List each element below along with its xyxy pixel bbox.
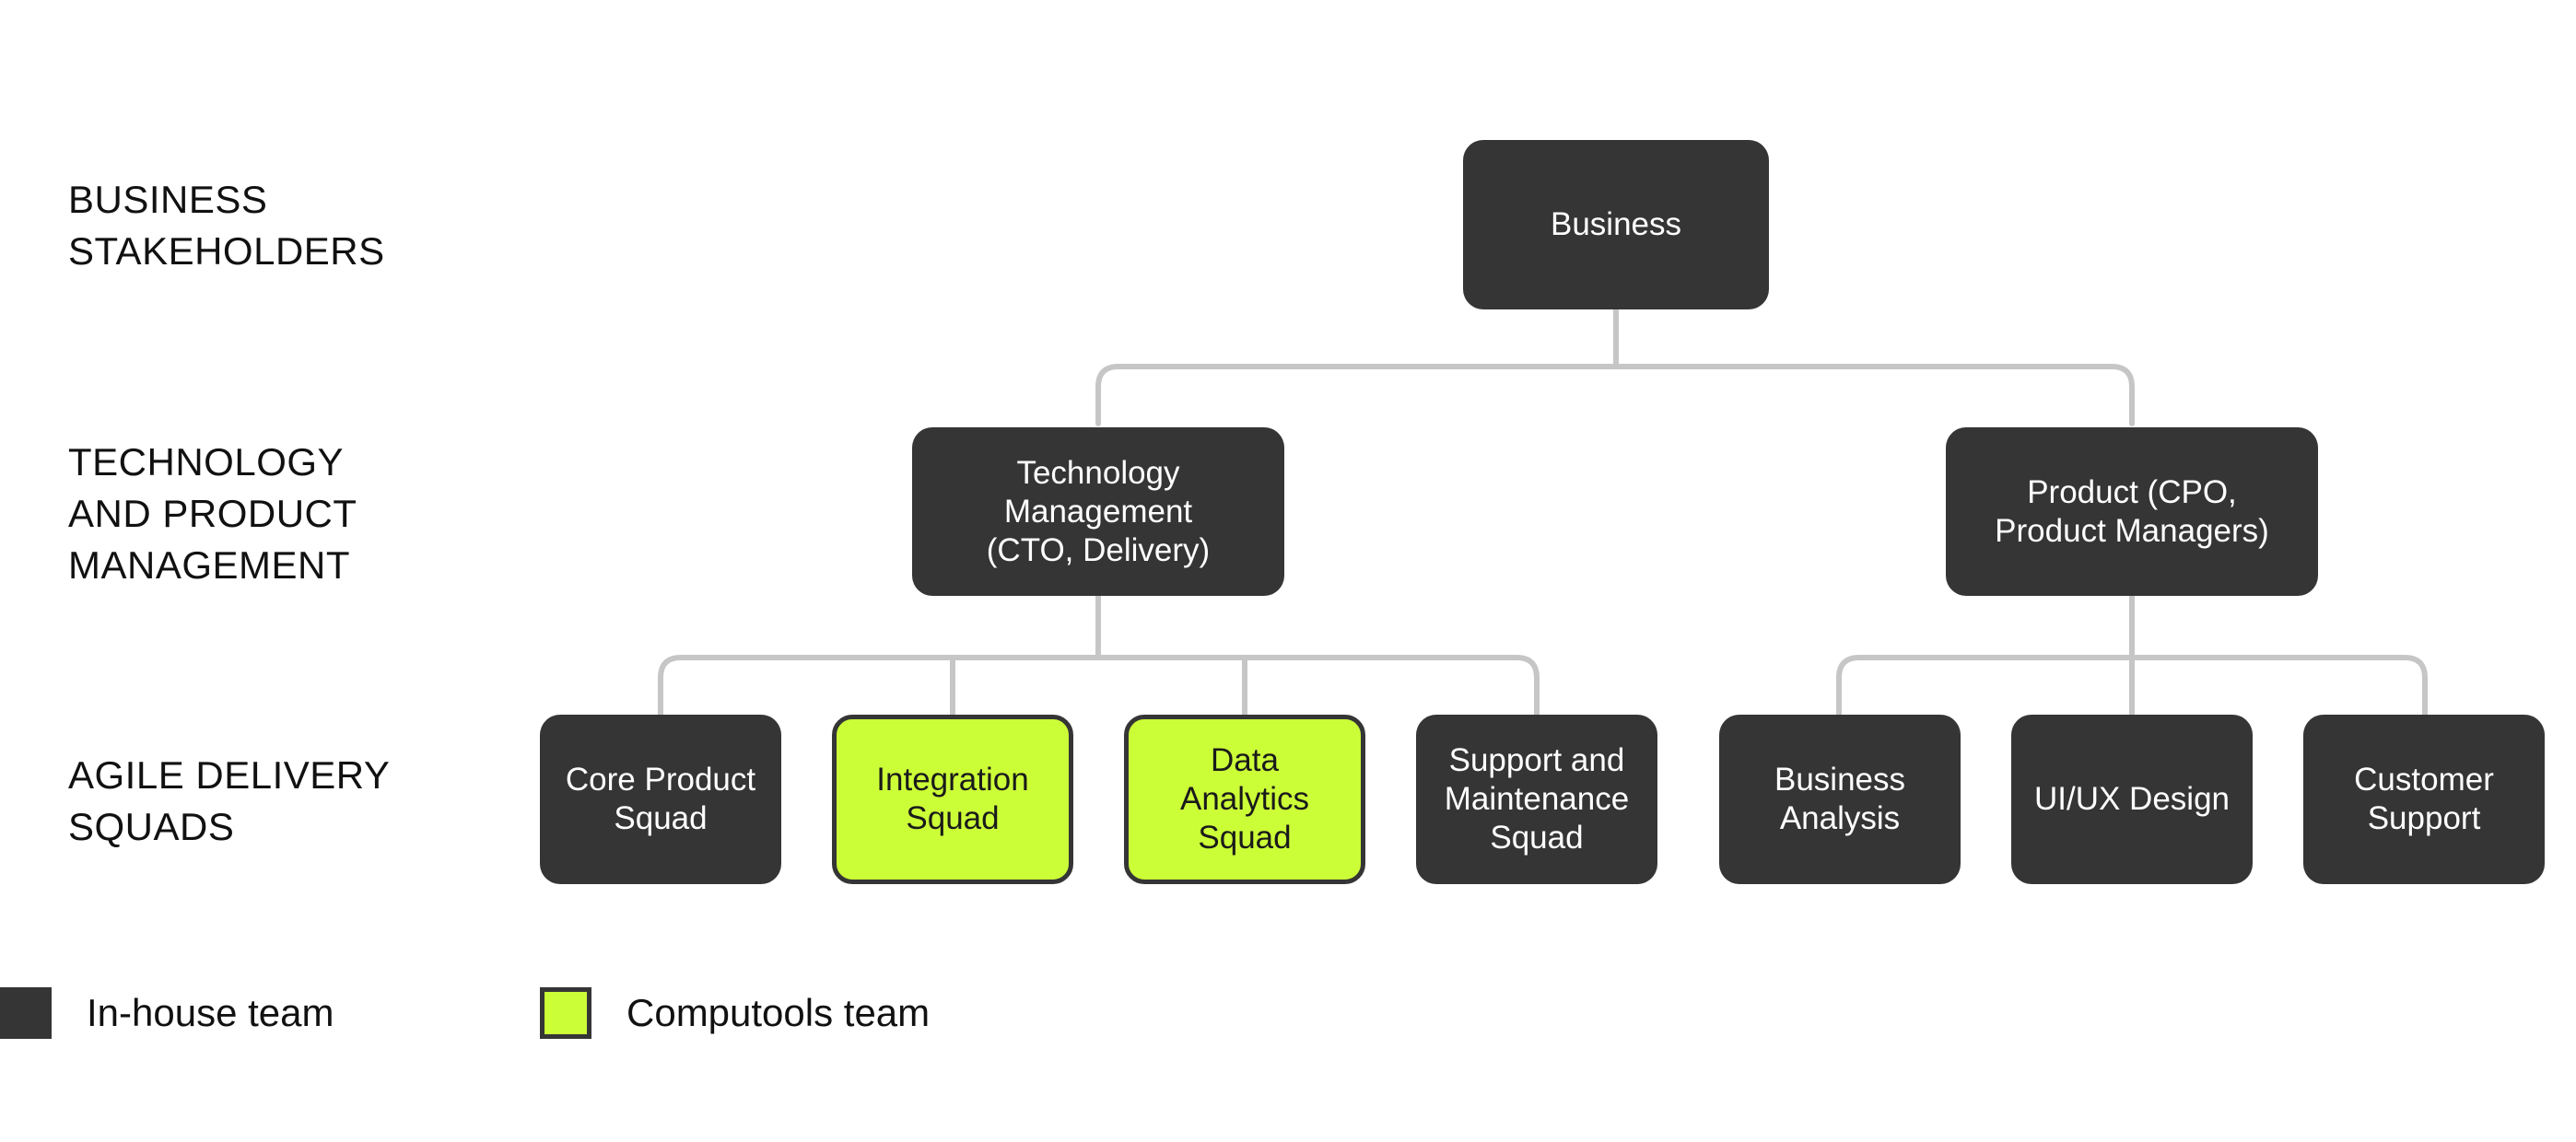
legend-inhouse: In-house team bbox=[0, 987, 334, 1039]
level-label-business-stakeholders: BUSINESS STAKEHOLDERS bbox=[68, 178, 385, 273]
node-integration-squad: Integration Squad bbox=[832, 715, 1073, 884]
legend-computools-swatch bbox=[540, 987, 591, 1039]
level-label-agile-delivery-squads: AGILE DELIVERY SQUADS bbox=[68, 753, 391, 848]
node-ui-ux-design: UI/UX Design bbox=[2011, 715, 2253, 884]
node-support-and-maintenance-squad: Support and Maintenance Squad bbox=[1416, 715, 1657, 884]
node-product: Product (CPO, Product Managers) bbox=[1946, 427, 2318, 596]
legend-inhouse-swatch bbox=[0, 987, 52, 1039]
connector-technology-to-squads bbox=[658, 593, 1540, 717]
legend-computools-label: Computools team bbox=[626, 991, 931, 1034]
legend-computools: Computools team bbox=[540, 987, 930, 1039]
node-customer-support: Customer Support bbox=[2303, 715, 2545, 884]
legend-inhouse-label: In-house team bbox=[87, 991, 334, 1034]
node-technology-management: Technology Management (CTO, Delivery) bbox=[912, 427, 1284, 596]
connector-business-to-management bbox=[1095, 307, 2135, 426]
connector-product-to-squads bbox=[1836, 593, 2428, 717]
node-core-product-squad: Core Product Squad bbox=[540, 715, 781, 884]
node-business-analysis: Business Analysis bbox=[1719, 715, 1961, 884]
level-label-technology-and-product-management: TECHNOLOGY AND PRODUCT MANAGEMENT bbox=[68, 440, 357, 587]
node-data-analytics-squad: Data Analytics Squad bbox=[1124, 715, 1365, 884]
node-business: Business bbox=[1463, 140, 1769, 309]
